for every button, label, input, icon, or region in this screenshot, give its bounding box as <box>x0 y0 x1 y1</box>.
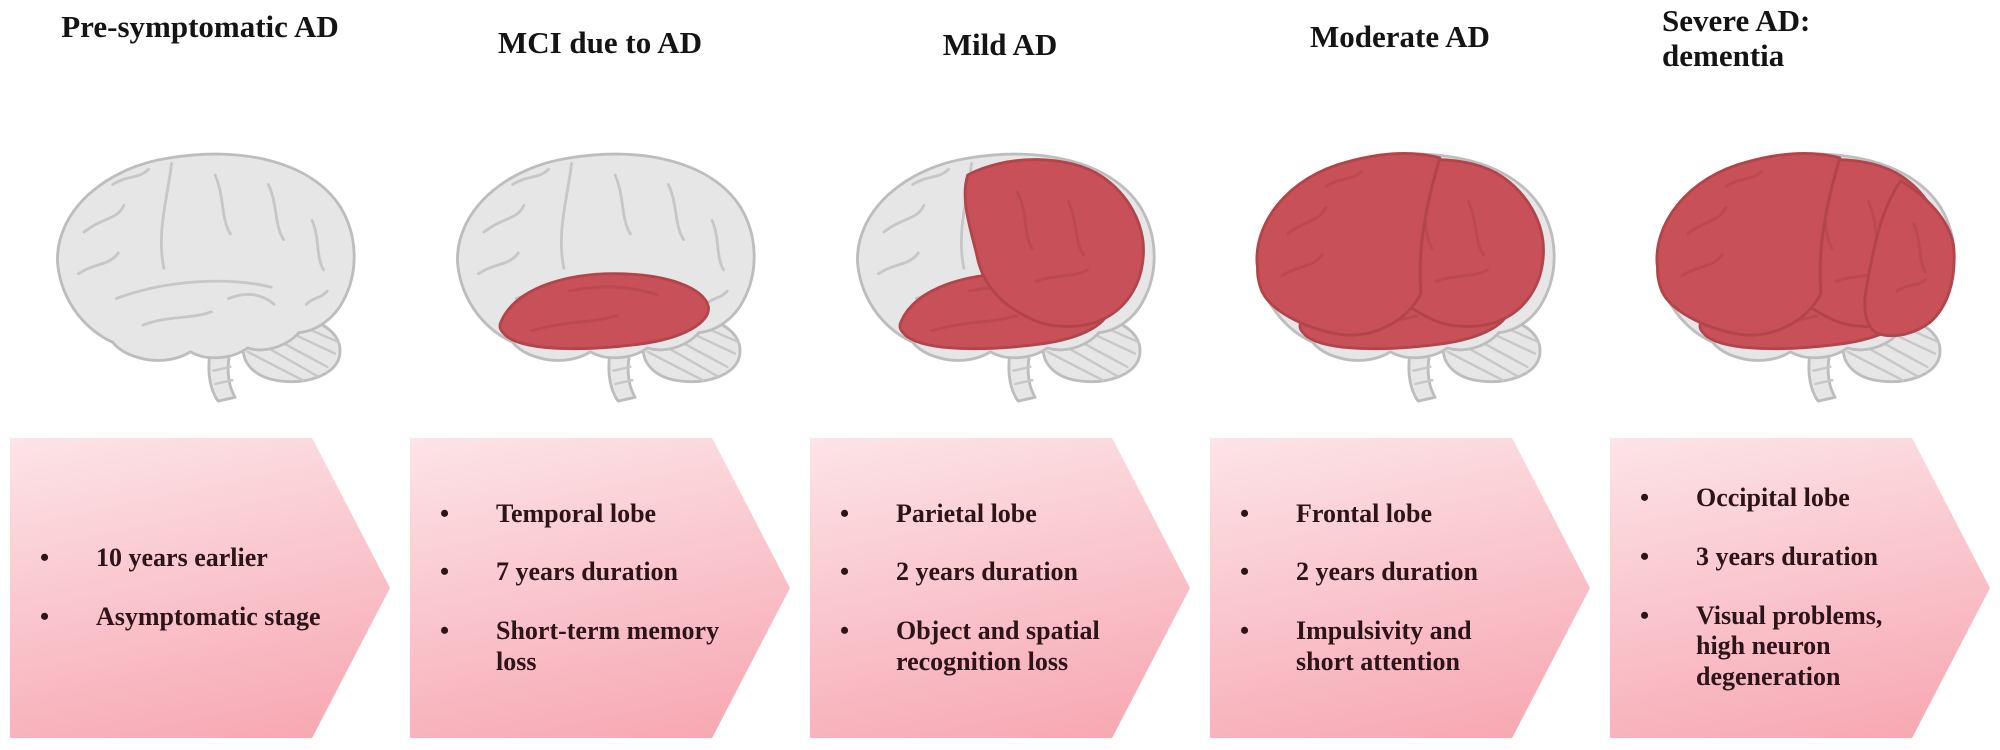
stage-title: Mild AD <box>942 27 1058 62</box>
brain-illustration <box>800 98 1200 436</box>
brain-lateral-view <box>856 152 1156 403</box>
bullet-icon: • <box>1640 541 1650 571</box>
brain-illustration <box>400 98 800 436</box>
bullet-icon: • <box>840 498 850 528</box>
bullet-item: •2 years duration <box>840 557 1078 587</box>
stage-column-mci: MCI due to AD <box>400 0 800 750</box>
bullet-item: •2 years duration <box>1240 557 1478 587</box>
frontal-lobe-highlight <box>1655 152 1842 337</box>
bullet-icon: • <box>440 616 450 645</box>
stage-title: Severe AD: dementia <box>1662 3 1811 73</box>
bullet-item: •Impulsivity and short attention <box>1240 616 1472 676</box>
bullet-icon: • <box>1240 498 1250 528</box>
bullet-item: •Short-term memory loss <box>440 616 720 676</box>
bullet-item: •Temporal lobe <box>440 498 657 528</box>
brain-illustration <box>1200 98 1600 436</box>
bullet-icon: • <box>840 616 850 645</box>
brain-illustration <box>1600 98 2000 436</box>
bullet-icon: • <box>40 602 50 631</box>
bullet-item: •Object and spatial recognition loss <box>840 616 1100 676</box>
bullet-list: •10 years earlier •Asymptomatic stage <box>10 543 390 632</box>
bullet-icon: • <box>1640 483 1650 513</box>
stage-header: Severe AD: dementia <box>1600 0 2000 98</box>
gyri-lines <box>76 162 329 327</box>
stage-arrow: •Frontal lobe •2 years duration •Impulsi… <box>1210 438 1590 738</box>
occipital-lobe-highlight <box>1863 179 1956 338</box>
brain-lateral-view <box>56 152 356 403</box>
brain-illustration <box>0 98 400 436</box>
stage-arrow: •10 years earlier •Asymptomatic stage <box>10 438 390 738</box>
cerebrum-outline <box>56 152 356 362</box>
stage-arrow: •Occipital lobe •3 years duration •Visua… <box>1610 438 1990 738</box>
bullet-icon: • <box>1640 600 1650 630</box>
stage-header: Mild AD <box>800 0 1200 98</box>
bullet-list: •Parietal lobe •2 years duration •Object… <box>810 499 1190 678</box>
stage-arrow: •Temporal lobe •7 years duration •Short-… <box>410 438 790 738</box>
bullet-item: •Asymptomatic stage <box>40 602 321 631</box>
bullet-item: •Occipital lobe <box>1640 483 1850 513</box>
bullet-icon: • <box>840 557 850 587</box>
frontal-lobe-highlight <box>1255 152 1442 337</box>
stage-title: Moderate AD <box>1310 19 1490 54</box>
bullet-list: •Frontal lobe •2 years duration •Impulsi… <box>1210 499 1590 678</box>
stage-column-severe: Severe AD: dementia <box>1600 0 2000 750</box>
bullet-item: •Frontal lobe <box>1240 498 1433 528</box>
bullet-icon: • <box>1240 557 1250 587</box>
bullet-item: •Visual problems, high neuron degenerati… <box>1640 600 1883 691</box>
bullet-icon: • <box>440 498 450 528</box>
bullet-item: •Parietal lobe <box>840 498 1037 528</box>
bullet-icon: • <box>40 543 50 573</box>
brain-lateral-view <box>1255 152 1556 403</box>
bullet-item: •3 years duration <box>1640 541 1878 571</box>
temporal-lobe-highlight <box>498 272 710 351</box>
bullet-list: •Temporal lobe •7 years duration •Short-… <box>410 499 790 678</box>
bullet-icon: • <box>440 557 450 587</box>
brain-lateral-view <box>456 152 756 403</box>
stage-header: MCI due to AD <box>400 0 800 98</box>
stage-title: Pre-symptomatic AD <box>61 9 339 44</box>
bullet-icon: • <box>1240 616 1250 645</box>
bullet-item: •10 years earlier <box>40 543 268 573</box>
stage-header: Moderate AD <box>1200 0 1600 98</box>
stage-column-mild: Mild AD <box>800 0 1200 750</box>
bullet-item: •7 years duration <box>440 557 678 587</box>
stage-column-presymptomatic: Pre-symptomatic AD <box>0 0 400 750</box>
stage-title: MCI due to AD <box>497 25 703 60</box>
bullet-list: •Occipital lobe •3 years duration •Visua… <box>1610 483 1990 692</box>
brain-lateral-view <box>1655 152 1956 403</box>
stage-column-moderate: Moderate AD <box>1200 0 1600 750</box>
stage-arrow: •Parietal lobe •2 years duration •Object… <box>810 438 1190 738</box>
parietal-lobe-highlight <box>963 158 1145 328</box>
stage-header: Pre-symptomatic AD <box>0 0 400 98</box>
